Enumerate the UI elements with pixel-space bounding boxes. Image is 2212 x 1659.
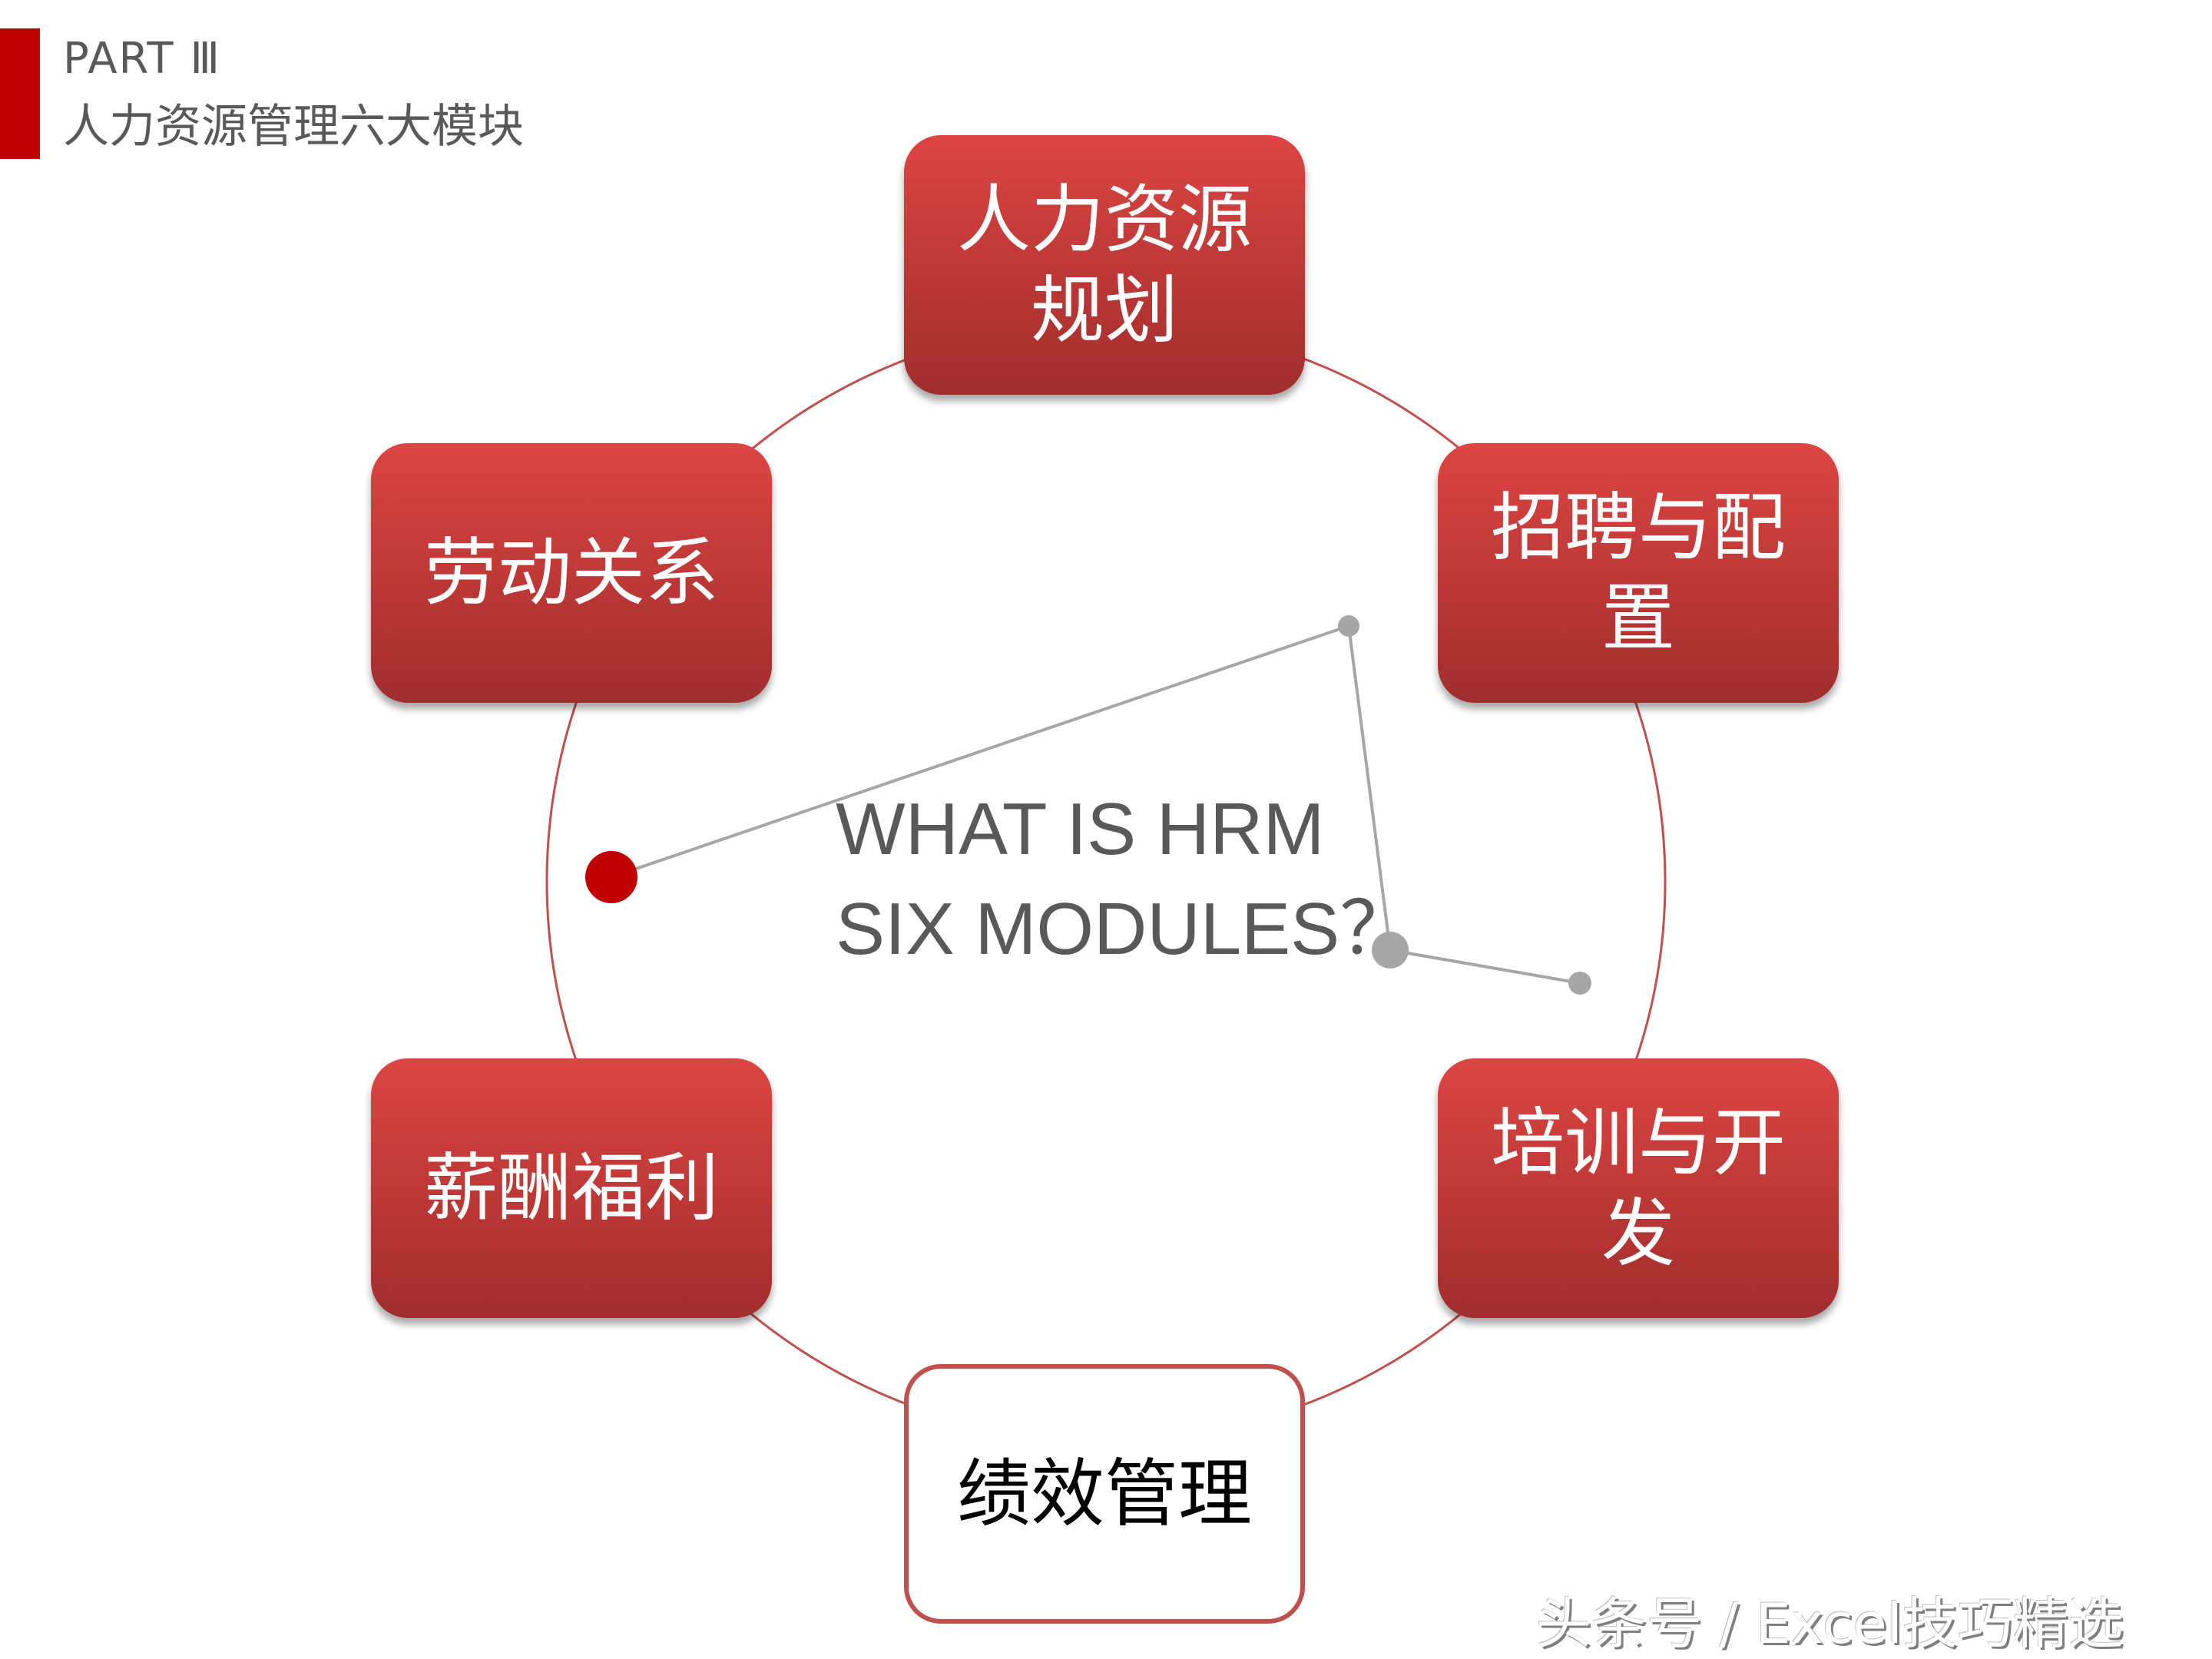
watermark: 头条号 / Excel技巧精选 [1536,1591,2124,1656]
gray-node-dot-large [1372,932,1409,969]
module-label: 招聘与配置 [1491,485,1786,661]
part-label: PART Ⅲ [63,34,221,84]
center-line-1: WHAT IS HRM [836,788,1325,870]
module-label: 绩效管理 [957,1451,1252,1537]
red-node-dot [585,851,637,903]
module-compensation[interactable]: 薪酬福利 [371,1058,772,1318]
center-line-2: SIX MODULES？ [836,888,1414,970]
module-label: 薪酬福利 [424,1145,719,1231]
module-label: 培训与开发 [1491,1100,1786,1277]
gray-node-dot-small [1568,972,1591,995]
module-labor-relations[interactable]: 劳动关系 [371,443,772,703]
module-label: 人力资源规划 [957,177,1252,353]
module-label: 劳动关系 [424,530,719,616]
connector-line [611,624,1581,985]
gray-node-dot [1338,615,1359,637]
accent-bar [0,28,40,159]
section-title: 人力资源管理六大模块 [63,100,524,154]
module-hr-planning[interactable]: 人力资源规划 [904,135,1305,395]
center-question: WHAT IS HRM SIX MODULES？ [836,780,1413,979]
module-recruitment[interactable]: 招聘与配置 [1438,443,1839,703]
module-performance[interactable]: 绩效管理 [904,1364,1305,1624]
module-training[interactable]: 培训与开发 [1438,1058,1839,1318]
